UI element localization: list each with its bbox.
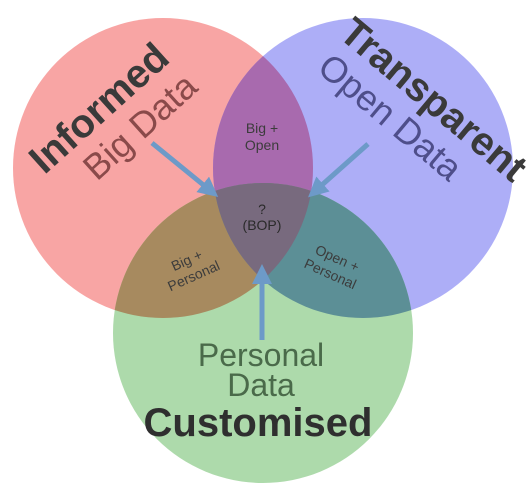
- big-open-label-line2: Open: [245, 137, 279, 153]
- big-personal-overlap: [113, 183, 313, 318]
- personal-data-subtitle-line2: Data: [227, 367, 295, 403]
- personal-data-subtitle-line1: Personal: [198, 337, 324, 373]
- arrow-from-big: [150, 141, 219, 198]
- open-personal-overlap: [213, 183, 413, 318]
- big-open-label-line1: Big +: [246, 120, 278, 136]
- arrow-from-open: [308, 142, 370, 198]
- center-label-line2: (BOP): [243, 217, 282, 233]
- personal-data-title: Customised: [144, 401, 373, 445]
- center-label-line1: ?: [258, 201, 266, 217]
